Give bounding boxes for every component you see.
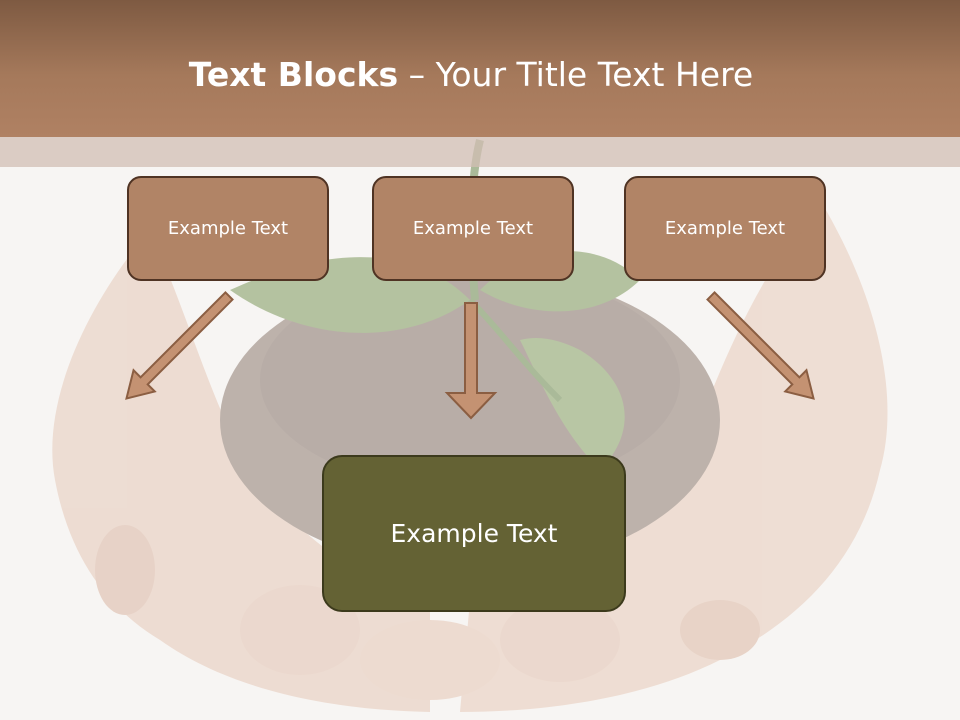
slide-title[interactable]: Text Blocks – Your Title Text Here — [0, 52, 942, 98]
text-block-label: Example Text — [664, 218, 786, 239]
text-block-left[interactable]: Example Text — [127, 176, 329, 281]
slide-title-rest: Your Title Text Here — [435, 55, 754, 94]
text-block-center[interactable]: Example Text — [322, 455, 626, 612]
arrow-middle-down — [444, 302, 498, 420]
text-block-label: Example Text — [167, 218, 289, 239]
text-block-middle[interactable]: Example Text — [372, 176, 574, 281]
title-bar-strip — [0, 137, 960, 167]
arrow-left-diagonal — [125, 291, 234, 400]
text-block-center-label: Example Text — [390, 519, 558, 548]
title-bar — [0, 0, 960, 137]
slide-title-dash: – — [398, 55, 436, 94]
text-block-right[interactable]: Example Text — [624, 176, 826, 281]
arrow-right-diagonal — [706, 291, 815, 400]
text-block-label: Example Text — [412, 218, 534, 239]
slide-title-bold: Text Blocks — [188, 55, 399, 94]
